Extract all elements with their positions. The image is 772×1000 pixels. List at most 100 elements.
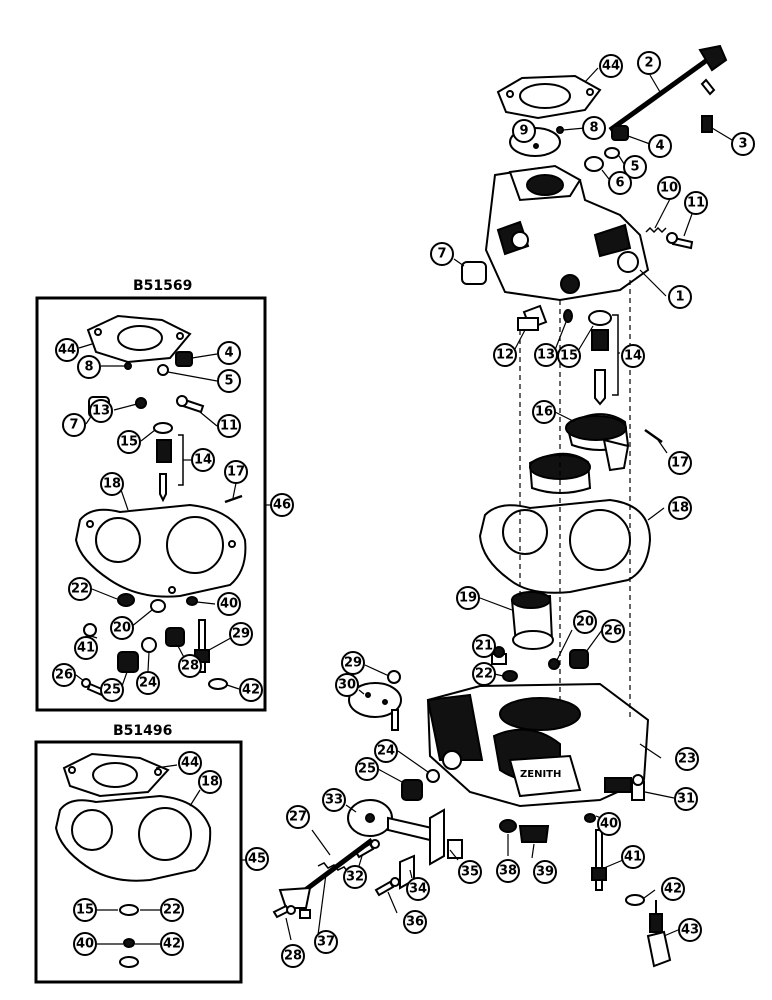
callout-circle <box>534 343 558 367</box>
callout-circle <box>496 859 520 883</box>
callout-kit1-24: 24 <box>136 671 160 695</box>
callout-main-2: 2 <box>637 51 661 75</box>
callout-circle <box>621 344 645 368</box>
callout-number: 5 <box>224 374 233 389</box>
callout-circle <box>110 616 134 640</box>
callout-circle <box>472 634 496 658</box>
callout-circle <box>533 860 557 884</box>
callout-circle <box>661 877 685 901</box>
callout-number: 15 <box>560 349 578 364</box>
callout-number: 16 <box>535 405 553 420</box>
callout-number: 42 <box>242 683 260 698</box>
callout-number: 40 <box>76 937 94 952</box>
callout-circle <box>674 787 698 811</box>
callout-circle <box>456 586 480 610</box>
callout-number: 26 <box>55 668 73 683</box>
callout-main-33: 33 <box>322 788 346 812</box>
callout-main-20: 20 <box>573 610 597 634</box>
callout-main-1: 1 <box>668 285 692 309</box>
callout-number: 18 <box>103 477 121 492</box>
callout-number: 19 <box>459 591 477 606</box>
callout-number: 4 <box>655 139 664 154</box>
callout-main-36: 36 <box>403 910 427 934</box>
callout-circle <box>532 400 556 424</box>
callout-kit1-17: 17 <box>224 460 248 484</box>
callout-main-27: 27 <box>286 805 310 829</box>
callout-number: 18 <box>671 501 689 516</box>
callout-number: 7 <box>437 247 446 262</box>
callout-circle <box>281 944 305 968</box>
callout-number: 40 <box>220 597 238 612</box>
callout-number: 42 <box>163 937 181 952</box>
callout-number: 18 <box>201 775 219 790</box>
callout-number: 42 <box>664 882 682 897</box>
callout-circle <box>286 805 310 829</box>
callout-kit1-5: 5 <box>217 369 241 393</box>
callout-kit1-29: 29 <box>229 622 253 646</box>
callout-number: 41 <box>77 641 95 656</box>
callout-number: 25 <box>103 683 121 698</box>
callout-kit1-42: 42 <box>239 678 263 702</box>
kit2-parts <box>54 752 212 968</box>
callout-number: 11 <box>687 196 705 211</box>
callout-main-9: 9 <box>512 119 536 143</box>
callout-circle <box>160 898 184 922</box>
callout-circle <box>601 619 625 643</box>
callout-kit-number-46: 46 <box>270 493 294 517</box>
callout-main-41: 41 <box>621 845 645 869</box>
main-parts: ZENITH <box>272 44 728 968</box>
callout-main-8: 8 <box>582 116 606 140</box>
kit-box-b51496 <box>34 740 243 984</box>
callout-kit1-14: 14 <box>191 448 215 472</box>
callout-main-19: 19 <box>456 586 480 610</box>
callout-circle <box>623 155 647 179</box>
callout-number: 25 <box>358 762 376 777</box>
callout-main-10: 10 <box>657 176 681 200</box>
callout-circle <box>599 54 623 78</box>
callout-main-16: 16 <box>532 400 556 424</box>
callout-number: 43 <box>681 923 699 938</box>
callout-circle <box>430 242 454 266</box>
callout-circle <box>55 338 79 362</box>
callout-circle <box>403 910 427 934</box>
callout-circle <box>374 739 398 763</box>
callout-number: 44 <box>602 59 620 74</box>
callout-circle <box>217 369 241 393</box>
callout-number: 13 <box>92 404 110 419</box>
callout-kit1-8: 8 <box>77 355 101 379</box>
callout-number: 20 <box>576 615 594 630</box>
callout-circle <box>582 116 606 140</box>
callout-main-30: 30 <box>335 673 359 697</box>
callout-number: 35 <box>461 865 479 880</box>
callout-number: 12 <box>496 348 514 363</box>
callout-main-38: 38 <box>496 859 520 883</box>
callout-circle <box>355 757 379 781</box>
callout-circle <box>89 399 113 423</box>
callout-main-44: 44 <box>599 54 623 78</box>
callout-circle <box>608 171 632 195</box>
callout-main-24: 24 <box>374 739 398 763</box>
callout-circle <box>73 932 97 956</box>
callout-circle <box>100 472 124 496</box>
callout-kit1-18: 18 <box>100 472 124 496</box>
callout-main-32: 32 <box>343 865 367 889</box>
callout-main-43: 43 <box>678 918 702 942</box>
callout-number: 8 <box>589 121 598 136</box>
callout-number: 26 <box>604 624 622 639</box>
callout-number: 41 <box>624 850 642 865</box>
callout-circle <box>731 132 755 156</box>
callout-circle <box>198 770 222 794</box>
callout-main-13: 13 <box>534 343 558 367</box>
kit2-leader-lines <box>97 764 250 945</box>
callout-circle <box>322 788 346 812</box>
callout-circle <box>224 460 248 484</box>
callout-circle <box>675 747 699 771</box>
callout-number: 29 <box>344 656 362 671</box>
callout-number: 2 <box>644 56 653 71</box>
callout-number: 44 <box>181 756 199 771</box>
callout-circle <box>343 865 367 889</box>
